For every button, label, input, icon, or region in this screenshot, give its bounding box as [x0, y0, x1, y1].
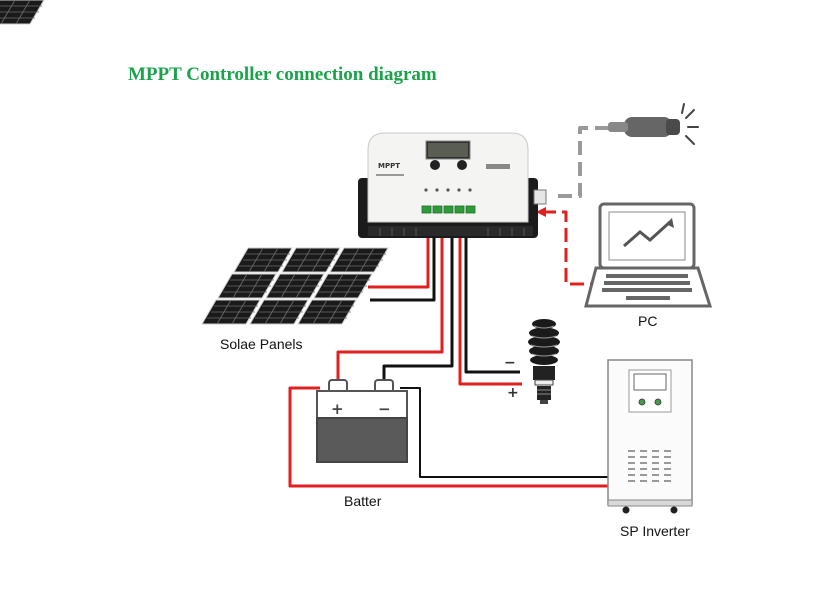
wires: [288, 126, 624, 488]
lighter-cable: [558, 126, 624, 198]
car-lighter-plug: [608, 103, 699, 145]
load-negative-wire: [464, 210, 520, 374]
mppt-controller: MPPT: [358, 132, 547, 238]
battery-label: Batter: [344, 493, 382, 509]
pc-data-wire: [540, 210, 604, 286]
battery-minus-sign: −: [378, 400, 391, 418]
diagram-title: MPPT Controller connection diagram: [128, 64, 437, 85]
cfl-bulb-icon: [528, 319, 560, 404]
solar-panels-label: Solae Panels: [220, 336, 303, 352]
battery-plus-sign: +: [331, 400, 344, 418]
inverter-label: SP Inverter: [620, 523, 690, 539]
battery-to-inverter-positive: [288, 386, 610, 488]
battery-positive-wire: [336, 210, 444, 382]
load-minus-sign: −: [504, 355, 516, 371]
battery-icon: + −: [316, 379, 408, 463]
pc-label: PC: [638, 313, 658, 329]
battery-negative-wire: [382, 210, 454, 382]
pc-arrow: [536, 207, 546, 217]
solar-panel-array: [0, 0, 389, 325]
battery-to-inverter-negative: [400, 387, 610, 478]
solar-negative-wire: [370, 210, 436, 302]
laptop-icon: [584, 202, 713, 308]
controller-brand: MPPT: [378, 162, 400, 170]
load-plus-sign: +: [507, 385, 519, 401]
load-positive-wire: [458, 210, 522, 386]
inverter-icon: [607, 359, 693, 514]
